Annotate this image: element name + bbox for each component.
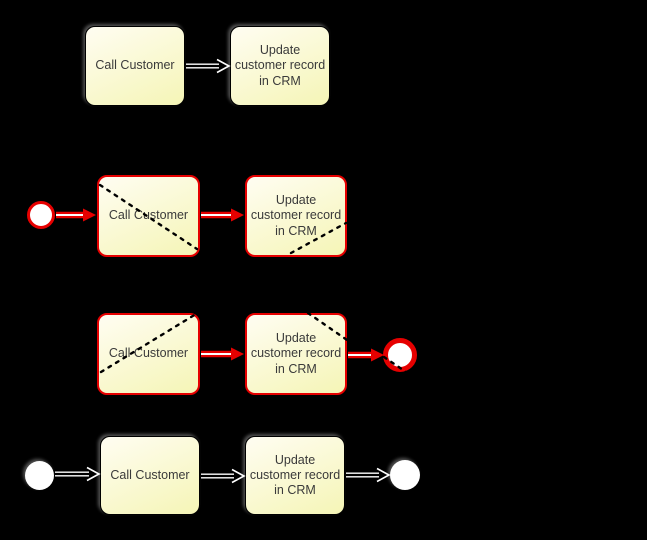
row3-task-call-customer: Call Customer [97,313,200,395]
task-label: Call Customer [108,346,189,361]
task-label: Call Customer [110,467,190,482]
row2-sequence-flow-arrow-call-to-update [201,208,244,222]
task-label: Update customer record in CRM [249,452,341,498]
row4-sequence-flow-arrow-call-to-update [201,468,246,484]
row2-start-event [27,201,55,229]
row3-sequence-flow-arrow-call-to-update [201,347,244,361]
row4-sequence-flow-arrow-start-to-call [55,466,101,482]
row2-task-call-customer: Call Customer [97,175,200,257]
row3-end-event [383,338,417,372]
row1-task-call-customer: Call Customer [85,26,185,106]
row4-task-call-customer: Call Customer [100,436,200,515]
row2-sequence-flow-arrow-start-to-call [56,208,96,222]
row4-sequence-flow-arrow-update-to-end [346,467,391,483]
task-label: Update customer record in CRM [234,43,326,88]
row3-task-update-crm: Update customer record in CRM [245,313,347,395]
task-label: Update customer record in CRM [250,331,342,376]
task-label: Call Customer [95,58,175,73]
task-label: Call Customer [108,208,189,223]
task-label: Update customer record in CRM [250,193,342,238]
row4-end-event [390,460,420,490]
row2-task-update-crm: Update customer record in CRM [245,175,347,257]
row4-task-update-crm: Update customer record in CRM [245,436,345,515]
row4-start-event [25,461,54,490]
row1-task-update-crm: Update customer record in CRM [230,26,330,106]
row1-sequence-flow-arrow [186,58,231,74]
row3-sequence-flow-arrow-update-to-end [348,348,384,362]
